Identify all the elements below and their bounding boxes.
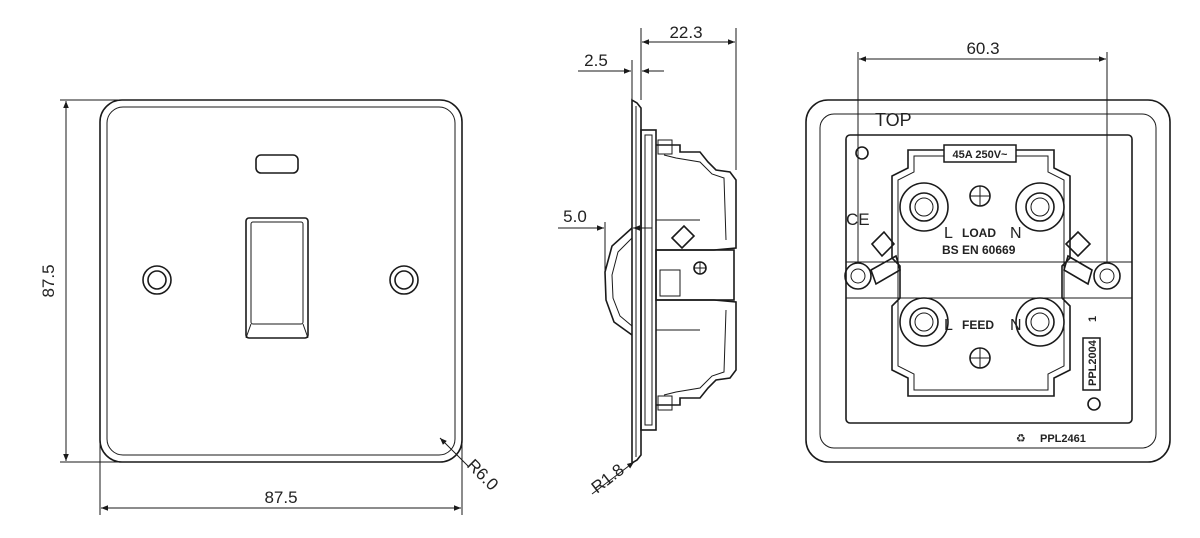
rocker-switch-inner xyxy=(250,221,304,325)
top-label: TOP xyxy=(875,110,912,130)
standard-label: BS EN 60669 xyxy=(942,243,1016,257)
front-view: 87.5 87.5 R6.0 xyxy=(39,99,502,515)
part-code-label: PPL2461 xyxy=(1040,433,1086,445)
depth-dimension: 22.3 xyxy=(640,23,737,170)
side-view: 22.3 2.5 5.0 R1.8 xyxy=(558,23,737,497)
depth-dim-text: 22.3 xyxy=(669,23,702,42)
corner-radius-text: R6.0 xyxy=(463,455,502,494)
edge-radius-callout: R1.8 xyxy=(588,460,635,497)
rating-box xyxy=(943,144,1017,163)
bottom-center-screw xyxy=(969,347,991,369)
top-center-screw xyxy=(969,185,991,207)
terminal-spacing-dimension: 60.3 xyxy=(857,39,1108,262)
load-live-terminal xyxy=(899,182,949,232)
rocker-dimension: 5.0 xyxy=(558,207,652,272)
height-dimension: 87.5 xyxy=(39,99,118,463)
load-neutral-terminal xyxy=(1015,182,1065,232)
rear-plate-recess xyxy=(819,113,1157,449)
rating-label: 45A 250V~ xyxy=(953,149,1009,161)
feed-live-terminal xyxy=(899,297,949,347)
top-hole xyxy=(855,146,869,160)
load-neutral-letter: N xyxy=(1010,225,1022,242)
earth-terminal xyxy=(655,224,735,301)
bottom-hole xyxy=(1087,397,1101,411)
front-plate-outline xyxy=(99,99,463,463)
plate-dim-text: 2.5 xyxy=(584,51,608,70)
feed-label: FEED xyxy=(962,318,994,332)
side-code-box xyxy=(1082,337,1101,391)
rocker-dim-text: 5.0 xyxy=(563,207,587,226)
corner-radius-callout: R6.0 xyxy=(439,437,502,494)
side-rocker xyxy=(604,227,633,336)
spacing-dim-text: 60.3 xyxy=(966,39,999,58)
front-plate-inner-edge xyxy=(106,106,456,456)
side-mechanism-lower xyxy=(656,299,737,406)
rear-view: TOP CE 45A 250V~ xyxy=(805,39,1171,463)
edge-radius-text: R1.8 xyxy=(588,460,628,497)
recycle-mark: ♻ xyxy=(1016,433,1026,445)
rear-plate-outline xyxy=(805,99,1171,463)
width-dimension: 87.5 xyxy=(99,440,463,515)
right-screw xyxy=(389,265,419,295)
terminal-block xyxy=(891,149,1071,397)
left-earth-terminal xyxy=(844,230,901,290)
feed-neutral-terminal xyxy=(1015,297,1065,347)
side-mechanism-upper xyxy=(656,144,737,251)
feed-neutral-letter: N xyxy=(1010,317,1022,334)
side-code-label: PPL2004 xyxy=(1087,339,1099,386)
height-dim-text: 87.5 xyxy=(39,264,58,297)
rocker-switch xyxy=(245,217,309,339)
width-dim-text: 87.5 xyxy=(264,488,297,507)
right-earth-terminal xyxy=(1063,230,1121,290)
side-number-label: 1 xyxy=(1087,316,1099,322)
neon-indicator xyxy=(255,154,299,174)
load-label: LOAD xyxy=(962,226,996,240)
left-screw xyxy=(142,265,172,295)
feed-live-letter: L xyxy=(944,317,953,334)
load-live-letter: L xyxy=(944,225,953,242)
plate-thickness-dimension: 2.5 xyxy=(578,51,664,100)
